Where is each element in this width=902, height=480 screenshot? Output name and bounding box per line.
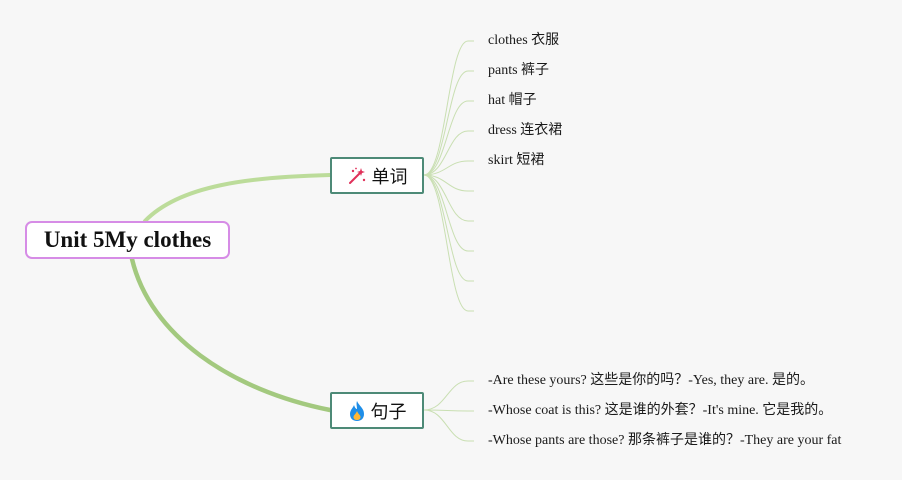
leaf-sentence[interactable]: -Whose pants are those? 那条裤子是谁的？-They ar… [488,433,842,448]
branch-sentences[interactable]: 句子 [330,392,424,429]
leaf-connector [423,174,474,312]
leaf-connector [423,40,474,176]
leaf-connector [423,380,474,411]
leaf-connector [423,409,474,412]
leaf-word[interactable]: clothes 衣服 [488,33,560,48]
leaf-connector [423,174,474,222]
leaf-connector [423,174,474,192]
fire-icon [348,400,366,422]
leaf-connector [423,70,474,176]
leaf-word[interactable]: hat 帽子 [488,93,537,108]
connector-to-sentences [129,256,333,413]
leaf-connector [423,100,474,176]
branch-sentences-label: 句子 [370,401,407,423]
leaf-connector [423,160,474,176]
leaf-connector [423,174,474,252]
leaf-connector [423,130,474,176]
leaf-word[interactable]: pants 裤子 [488,63,550,78]
branch-words[interactable]: 单词 [330,157,424,194]
branch-words-label: 单词 [371,166,408,188]
root-topic-label: Unit 5My clothes [43,227,212,252]
leaf-word[interactable]: skirt 短裙 [488,153,545,168]
leaf-connector [423,174,474,282]
root-topic[interactable]: Unit 5My clothes [25,221,230,259]
leaf-connector [423,409,474,442]
leaf-sentence[interactable]: -Are these yours? 这些是你的吗？-Yes, they are.… [488,373,814,388]
connector-to-words [143,173,332,223]
magic-wand-icon [347,166,367,186]
leaf-word[interactable]: dress 连衣裙 [488,123,563,138]
leaf-sentence[interactable]: -Whose coat is this? 这是谁的外套？-It's mine. … [488,403,833,418]
